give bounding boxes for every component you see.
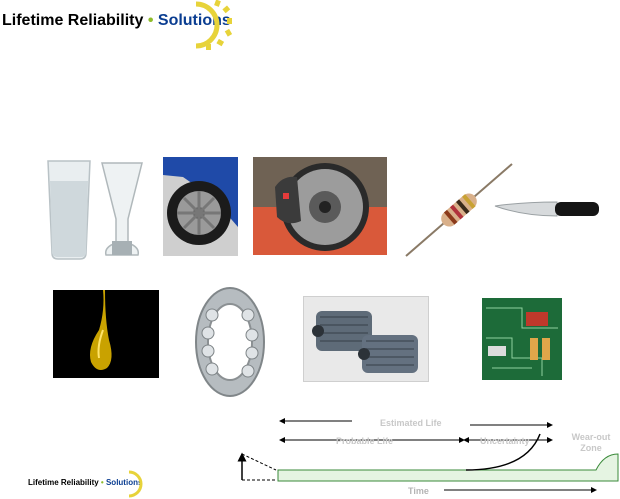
logo-dot: • [147,12,154,29]
footer-logo-main-text: Lifetime Reliability [28,478,99,487]
failure-curve [277,453,619,482]
probable-life-label: Probable Life [336,436,394,446]
uncertainty-label: Uncertainty [480,436,530,446]
footer-logo-solutions-text: Solutions [105,478,143,487]
logo-main-text: Lifetime Reliability [2,12,144,29]
car-tyre-image [163,157,238,256]
header-logo-text: Lifetime Reliability • Solutions [2,12,231,30]
footer-logo-text: Lifetime Reliability • Solutions [28,478,142,487]
gear-icon [195,0,232,50]
header-logo[interactable]: Lifetime Reliability • Solutions [0,0,240,52]
electric-motors-image [303,296,429,382]
resistor-image [402,160,516,260]
estimated-life-label: Estimated Life [380,418,442,428]
time-label: Time [408,486,429,496]
oil-drop-image [53,290,159,378]
circuit-board-image [482,298,562,380]
footer-logo[interactable]: Lifetime Reliability • Solutions [28,470,152,498]
disc-brake-image [253,157,387,255]
footer-gear-icon [128,470,143,498]
ball-bearing-image [188,285,270,399]
uncertainty-curve [465,433,541,471]
water-glasses-image [42,157,156,262]
footer-logo-dot: • [100,478,104,487]
kitchen-knife-image [493,196,603,226]
life-timeline-diagram [237,418,619,493]
wear-out-zone-label: Wear-out Zone [571,432,611,453]
